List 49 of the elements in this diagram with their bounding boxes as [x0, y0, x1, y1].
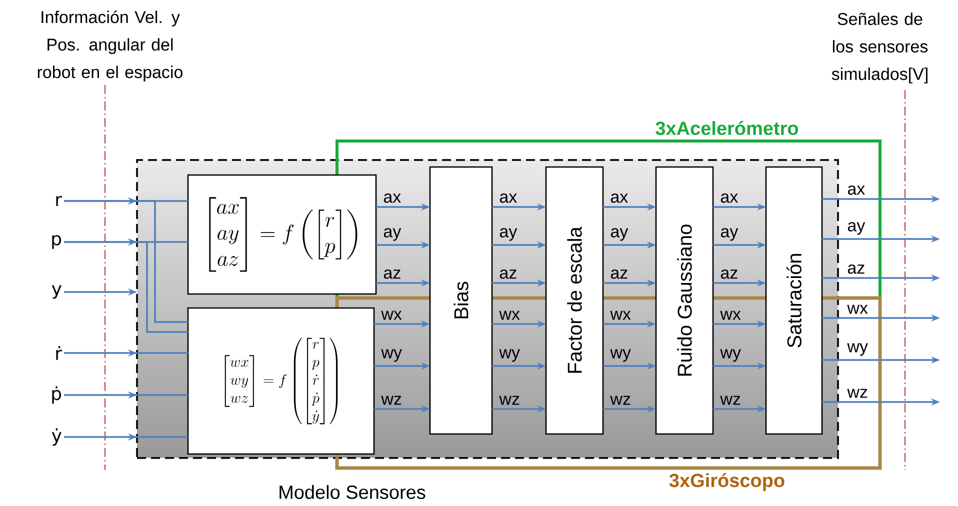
- edge-label: wx: [381, 310, 402, 320]
- edge-label: wz: [847, 388, 868, 398]
- edge-label: wz: [499, 396, 520, 405]
- group-title: 3xGiróscopo: [669, 473, 784, 491]
- signal-label: ṙ: [56, 346, 62, 360]
- edge-label: az: [500, 270, 516, 279]
- edge-label: ax: [500, 194, 517, 203]
- process-block: Bias: [429, 166, 493, 435]
- group-title: 3xAcelerómetro: [656, 120, 798, 136]
- note-text: Información Vel. y Pos. angular del robot en el espacio: [38, 10, 182, 82]
- edge-label: wz: [720, 396, 740, 405]
- edge-label: wy: [381, 349, 402, 362]
- group-title: Modelo Sensores: [280, 485, 426, 499]
- edge-label: wz: [610, 396, 630, 405]
- edge-label: wx: [610, 310, 631, 320]
- formula-box: $\begin{bmatrix}ax\\ay\\az\end{bmatrix}=f\left(\begin{bmatrix}r\\p\end{bmatrix}\right)$: [187, 174, 377, 295]
- edge-label: az: [848, 264, 864, 274]
- edge-label: ax: [384, 194, 401, 203]
- edge-label: ay: [848, 222, 866, 235]
- edge-label: wy: [499, 349, 520, 362]
- process-block: Saturación: [765, 166, 823, 435]
- edge-label: ay: [610, 228, 628, 241]
- signal-label: p: [52, 235, 62, 249]
- edge-label: wy: [847, 343, 868, 356]
- formula-box: $\begin{bmatrix}wx\\wy\\wz\end{bmatrix}=f\left(\begin{bmatrix}r\\p\\\dot{r}\\\dot{p}\\\dot{y}\end{bmatrix}\right)$: [187, 307, 375, 455]
- signal-label: y: [52, 285, 62, 299]
- process-block: Factor de escala: [545, 166, 604, 435]
- edge-label: az: [384, 270, 400, 279]
- edge-label: ay: [500, 228, 518, 241]
- process-block: Ruido Gaussiano: [655, 166, 714, 435]
- edge-label: wy: [720, 349, 741, 362]
- edge-label: ay: [384, 228, 402, 241]
- edge-label: wx: [720, 310, 741, 320]
- edge-label: az: [720, 270, 738, 279]
- edge-label: wy: [610, 349, 631, 362]
- signal-label: ṗ: [52, 386, 62, 404]
- edge-label: ax: [610, 194, 628, 203]
- signal-label: r: [56, 196, 62, 206]
- edge-label: az: [610, 270, 628, 279]
- arrow: [64, 238, 188, 333]
- edge-label: wx: [499, 310, 520, 320]
- edge-label: wx: [847, 304, 868, 314]
- edge-label: ax: [848, 186, 865, 195]
- edge-label: ax: [720, 194, 738, 203]
- signal-label: ẏ: [52, 428, 62, 446]
- edge-label: wz: [381, 396, 402, 405]
- arrow: [64, 197, 188, 323]
- edge-label: ay: [720, 228, 738, 241]
- note-text: Señales de los sensores simulados[V]: [832, 12, 928, 84]
